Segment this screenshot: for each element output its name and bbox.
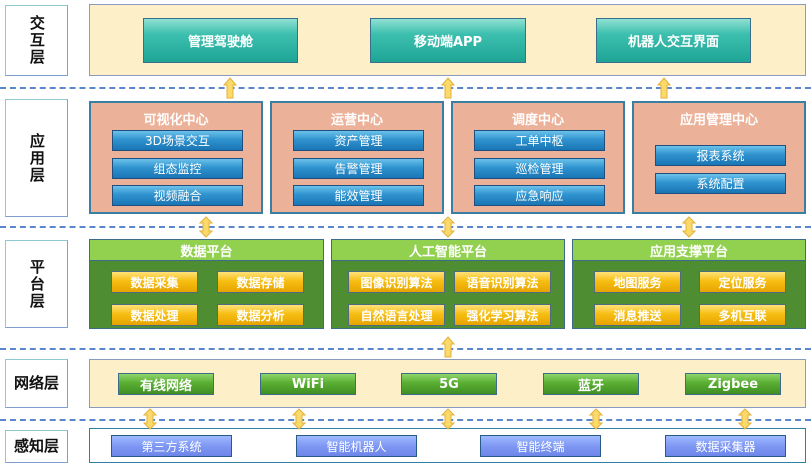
updown-arrow-icon bbox=[143, 408, 157, 430]
platform-group-ai: 人工智能平台 图像识别算法 语音识别算法 自然语言处理 强化学习算法 bbox=[331, 239, 565, 329]
layer-label-interaction: 交互层 bbox=[5, 5, 68, 76]
updown-arrow-icon bbox=[441, 408, 455, 430]
app-item[interactable]: 应急响应 bbox=[474, 185, 605, 206]
app-item[interactable]: 资产管理 bbox=[293, 130, 424, 151]
updown-arrow-icon bbox=[682, 216, 696, 238]
platform-item[interactable]: 多机互联 bbox=[699, 304, 786, 326]
up-arrow-icon bbox=[223, 77, 237, 99]
layer-divider bbox=[0, 419, 811, 421]
group-title: 数据平台 bbox=[90, 240, 323, 261]
layer-label-platform: 平台层 bbox=[5, 240, 68, 328]
app-item[interactable]: 视频融合 bbox=[112, 185, 243, 206]
interaction-item-robot-ui[interactable]: 机器人交互界面 bbox=[596, 18, 751, 63]
app-item[interactable]: 告警管理 bbox=[293, 158, 424, 179]
interaction-item-mobile-app[interactable]: 移动端APP bbox=[370, 18, 526, 63]
network-item[interactable]: WiFi bbox=[260, 373, 356, 395]
platform-item[interactable]: 强化学习算法 bbox=[454, 304, 551, 326]
app-item[interactable]: 巡检管理 bbox=[474, 158, 605, 179]
app-item[interactable]: 系统配置 bbox=[655, 173, 786, 194]
app-item[interactable]: 组态监控 bbox=[112, 158, 243, 179]
network-item[interactable]: Zigbee bbox=[685, 373, 781, 395]
platform-item[interactable]: 数据采集 bbox=[111, 271, 198, 293]
layer-label-perception: 感知层 bbox=[5, 430, 68, 463]
perception-item[interactable]: 智能机器人 bbox=[296, 435, 417, 457]
group-title: 调度中心 bbox=[511, 113, 564, 128]
app-item[interactable]: 能效管理 bbox=[293, 185, 424, 206]
platform-group-data: 数据平台 数据采集 数据存储 数据处理 数据分析 bbox=[89, 239, 324, 329]
app-item[interactable]: 3D场景交互 bbox=[112, 130, 243, 151]
platform-item[interactable]: 图像识别算法 bbox=[348, 271, 445, 293]
app-item[interactable]: 工单中枢 bbox=[474, 130, 605, 151]
platform-item[interactable]: 数据存储 bbox=[217, 271, 304, 293]
network-panel: 有线网络 WiFi 5G 蓝牙 Zigbee bbox=[89, 359, 806, 408]
interaction-item-cockpit[interactable]: 管理驾驶舱 bbox=[143, 18, 298, 63]
updown-arrow-icon bbox=[199, 216, 213, 238]
perception-item[interactable]: 第三方系统 bbox=[111, 435, 232, 457]
platform-group-support: 应用支撑平台 地图服务 定位服务 消息推送 多机互联 bbox=[572, 239, 806, 329]
app-group-visualization: 可视化中心 3D场景交互 组态监控 视频融合 bbox=[89, 101, 263, 214]
group-title: 应用支撑平台 bbox=[573, 240, 805, 261]
platform-item[interactable]: 数据处理 bbox=[111, 304, 198, 326]
perception-panel: 第三方系统 智能机器人 智能终端 数据采集器 bbox=[89, 428, 806, 463]
platform-item[interactable]: 地图服务 bbox=[594, 271, 681, 293]
platform-item[interactable]: 语音识别算法 bbox=[454, 271, 551, 293]
layer-label-network: 网络层 bbox=[5, 359, 68, 408]
interaction-panel: 管理驾驶舱 移动端APP 机器人交互界面 bbox=[89, 4, 806, 76]
network-item[interactable]: 有线网络 bbox=[118, 373, 214, 395]
up-arrow-icon bbox=[441, 336, 455, 358]
app-item[interactable]: 报表系统 bbox=[655, 145, 786, 166]
layer-divider bbox=[0, 87, 811, 89]
updown-arrow-icon bbox=[738, 408, 752, 430]
app-group-app-management: 应用管理中心 报表系统 系统配置 bbox=[632, 101, 806, 214]
group-title: 可视化中心 bbox=[143, 113, 209, 128]
layer-label-application: 应用层 bbox=[5, 99, 68, 217]
platform-item[interactable]: 自然语言处理 bbox=[348, 304, 445, 326]
platform-item[interactable]: 定位服务 bbox=[699, 271, 786, 293]
perception-item[interactable]: 数据采集器 bbox=[665, 435, 786, 457]
platform-item[interactable]: 数据分析 bbox=[217, 304, 304, 326]
app-group-operations: 运营中心 资产管理 告警管理 能效管理 bbox=[270, 101, 444, 214]
group-title: 应用管理中心 bbox=[679, 113, 758, 128]
layer-divider bbox=[0, 226, 811, 228]
network-item[interactable]: 5G bbox=[401, 373, 497, 395]
updown-arrow-icon bbox=[589, 408, 603, 430]
app-group-dispatch: 调度中心 工单中枢 巡检管理 应急响应 bbox=[451, 101, 625, 214]
network-item[interactable]: 蓝牙 bbox=[543, 373, 639, 395]
group-title: 人工智能平台 bbox=[332, 240, 564, 261]
up-arrow-icon bbox=[657, 77, 671, 99]
updown-arrow-icon bbox=[292, 408, 306, 430]
platform-item[interactable]: 消息推送 bbox=[594, 304, 681, 326]
layer-divider bbox=[0, 348, 811, 350]
up-arrow-icon bbox=[441, 77, 455, 99]
updown-arrow-icon bbox=[441, 216, 455, 238]
group-title: 运营中心 bbox=[330, 113, 383, 128]
perception-item[interactable]: 智能终端 bbox=[480, 435, 601, 457]
